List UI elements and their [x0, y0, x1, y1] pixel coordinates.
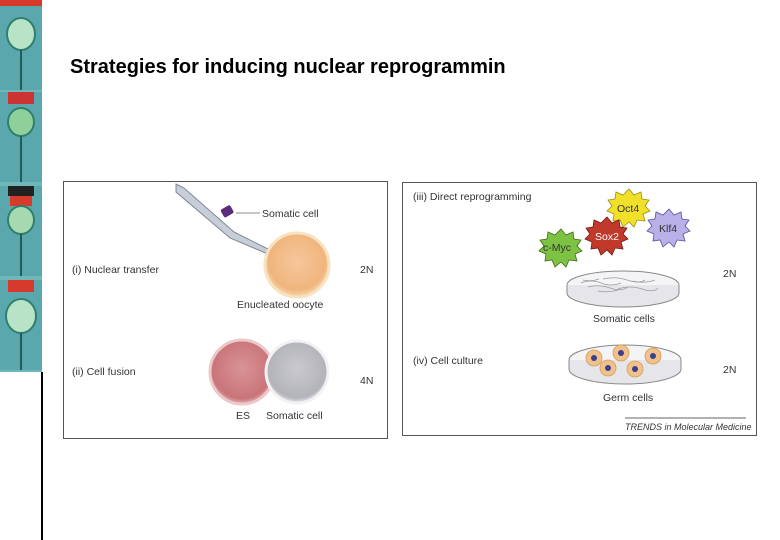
- label-credit: TRENDS in Molecular Medicine: [625, 422, 752, 432]
- factor-cmyc: c-Myc: [538, 228, 583, 268]
- petri-dish-germ: [568, 344, 682, 385]
- label-somatic-cell-2: Somatic cell: [266, 410, 323, 422]
- figure-panel-left: Somatic cell (i) Nuclear transfer 2N Enu…: [63, 181, 388, 439]
- left-figure-svg: Somatic cell (i) Nuclear transfer 2N Enu…: [72, 183, 373, 422]
- label-enucleated-oocyte: Enucleated oocyte: [237, 299, 324, 311]
- label-ploidy-2n: 2N: [360, 264, 373, 276]
- label-nuclear-transfer: (i) Nuclear transfer: [72, 264, 159, 276]
- factor-sox2: Sox2: [584, 216, 629, 256]
- svg-text:c-Myc: c-Myc: [543, 242, 571, 254]
- slide-title: Strategies for inducing nuclear reprogra…: [70, 56, 506, 78]
- svg-text:Klf4: Klf4: [659, 223, 677, 235]
- svg-text:Sox2: Sox2: [595, 231, 619, 243]
- label-ploidy-4n: 4N: [360, 375, 373, 387]
- label-ploidy-2n-b: 2N: [723, 364, 736, 376]
- svg-text:Oct4: Oct4: [617, 203, 639, 215]
- label-cell-fusion: (ii) Cell fusion: [72, 366, 136, 378]
- label-direct-reprogramming: (iii) Direct reprogramming: [413, 191, 532, 203]
- decorative-sidebar: [0, 0, 43, 540]
- right-figure-svg: (iii) Direct reprogramming Oct4 Klf4 Sox…: [413, 188, 752, 432]
- somatic-cell-fused: [264, 339, 330, 405]
- label-es: ES: [236, 410, 250, 422]
- factor-oct4: Oct4: [606, 188, 651, 228]
- embryo-tile-3: [0, 186, 42, 276]
- label-germ-cells: Germ cells: [603, 392, 653, 404]
- embryo-tile-4: [0, 280, 42, 370]
- sidebar-divider-line: [41, 372, 43, 540]
- petri-dish-somatic: [566, 270, 680, 308]
- label-somatic-cells: Somatic cells: [593, 313, 655, 325]
- es-cell: [208, 338, 276, 406]
- label-ploidy-2n-a: 2N: [723, 268, 736, 280]
- micropipette: [175, 183, 271, 255]
- embryo-tile-2: [0, 92, 42, 182]
- figure-panel-right: (iii) Direct reprogramming Oct4 Klf4 Sox…: [402, 182, 757, 436]
- label-cell-culture: (iv) Cell culture: [413, 355, 483, 367]
- enucleated-oocyte-cell: [263, 231, 331, 299]
- embryo-tile-1: [0, 0, 42, 90]
- label-somatic-cell: Somatic cell: [262, 208, 319, 220]
- somatic-nucleus: [220, 205, 234, 218]
- factor-klf4: Klf4: [646, 208, 691, 248]
